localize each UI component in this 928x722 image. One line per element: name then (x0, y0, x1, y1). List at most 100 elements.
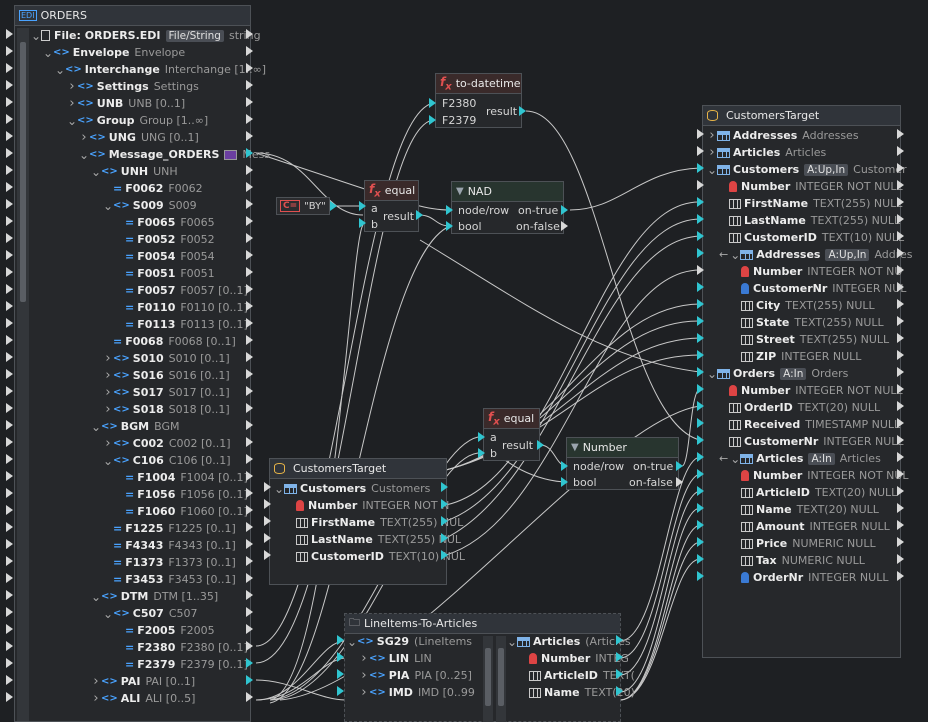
chevron-right-icon[interactable]: › (81, 130, 87, 145)
equal2-input-port[interactable] (478, 432, 485, 442)
target-input-port[interactable] (697, 180, 704, 190)
target-output-port[interactable] (897, 316, 904, 326)
source-input-port[interactable] (6, 692, 13, 702)
target-input-port[interactable] (697, 520, 704, 530)
source-output-port[interactable] (246, 403, 253, 413)
lineitems-left-scrollbar[interactable] (483, 636, 493, 722)
chevron-down-icon[interactable]: ⌄ (103, 198, 114, 213)
source-output-port[interactable] (246, 590, 253, 600)
chevron-right-icon[interactable]: › (361, 668, 367, 683)
source-input-port[interactable] (6, 403, 13, 413)
source-output-port[interactable] (246, 556, 253, 566)
source-input-port[interactable] (6, 539, 13, 549)
chevron-right-icon[interactable]: › (361, 685, 367, 700)
target-input-port[interactable] (697, 571, 704, 581)
customers-mid-input-port[interactable] (264, 482, 271, 492)
source-input-port[interactable] (6, 522, 13, 532)
source-output-port[interactable] (246, 386, 253, 396)
lineitems-to-articles[interactable]: 🗀 LineItems-To-Articles ⌄<>SG29(LineItem… (344, 613, 635, 722)
customers-mid-output-port[interactable] (441, 499, 448, 509)
lineitems-output-port[interactable] (616, 652, 623, 662)
source-input-port[interactable] (6, 148, 13, 158)
chevron-right-icon[interactable]: › (709, 128, 715, 143)
target-input-port[interactable] (697, 163, 704, 173)
source-input-port[interactable] (6, 63, 13, 73)
target-output-port[interactable] (897, 537, 904, 547)
target-input-port[interactable] (697, 129, 704, 139)
source-input-port[interactable] (6, 233, 13, 243)
target-input-port[interactable] (697, 265, 704, 275)
target-output-port[interactable] (897, 418, 904, 428)
target-input-port[interactable] (697, 554, 704, 564)
equal1-output-port[interactable] (416, 210, 423, 220)
source-input-port[interactable] (6, 420, 13, 430)
target-input-port[interactable] (697, 435, 704, 445)
source-output-port[interactable] (246, 250, 253, 260)
source-output-port[interactable] (246, 182, 253, 192)
source-output-port[interactable] (246, 420, 253, 430)
customers-mid-output-port[interactable] (441, 550, 448, 560)
nad-true-port[interactable] (561, 205, 568, 215)
equal-function-2[interactable]: fx equal a b result (483, 408, 540, 461)
source-scrollbar[interactable] (17, 28, 29, 721)
target-output-port[interactable] (897, 367, 904, 377)
target-input-port[interactable] (697, 418, 704, 428)
chevron-down-icon[interactable]: ⌄ (707, 162, 718, 177)
source-output-port[interactable] (246, 607, 253, 617)
target-output-port[interactable] (897, 197, 904, 207)
target-output-port[interactable] (897, 554, 904, 564)
target-output-port[interactable] (897, 248, 904, 258)
target-input-port[interactable] (697, 248, 704, 258)
target-input-port[interactable] (697, 367, 704, 377)
source-output-port[interactable] (246, 539, 253, 549)
chevron-down-icon[interactable]: ⌄ (103, 606, 114, 621)
source-output-port[interactable] (246, 148, 253, 158)
chevron-right-icon[interactable]: › (69, 96, 75, 111)
source-input-port[interactable] (6, 80, 13, 90)
source-output-port[interactable] (246, 692, 253, 702)
chevron-down-icon[interactable]: ⌄ (79, 147, 90, 162)
lineitems-output-port[interactable] (616, 635, 623, 645)
source-output-port[interactable] (246, 624, 253, 634)
chevron-right-icon[interactable]: › (105, 351, 111, 366)
customers-mid-input-port[interactable] (264, 550, 271, 560)
source-input-port[interactable] (6, 165, 13, 175)
target-output-port[interactable] (897, 384, 904, 394)
target-output-port[interactable] (897, 231, 904, 241)
source-input-port[interactable] (6, 369, 13, 379)
to-datetime-input-port[interactable] (429, 115, 436, 125)
chevron-down-icon[interactable]: ⌄ (31, 28, 42, 43)
source-input-port[interactable] (6, 658, 13, 668)
target-output-port[interactable] (897, 146, 904, 156)
source-output-port[interactable] (246, 522, 253, 532)
target-input-port[interactable] (697, 384, 704, 394)
customers-mid-output-port[interactable] (441, 533, 448, 543)
source-input-port[interactable] (6, 573, 13, 583)
source-input-port[interactable] (6, 250, 13, 260)
